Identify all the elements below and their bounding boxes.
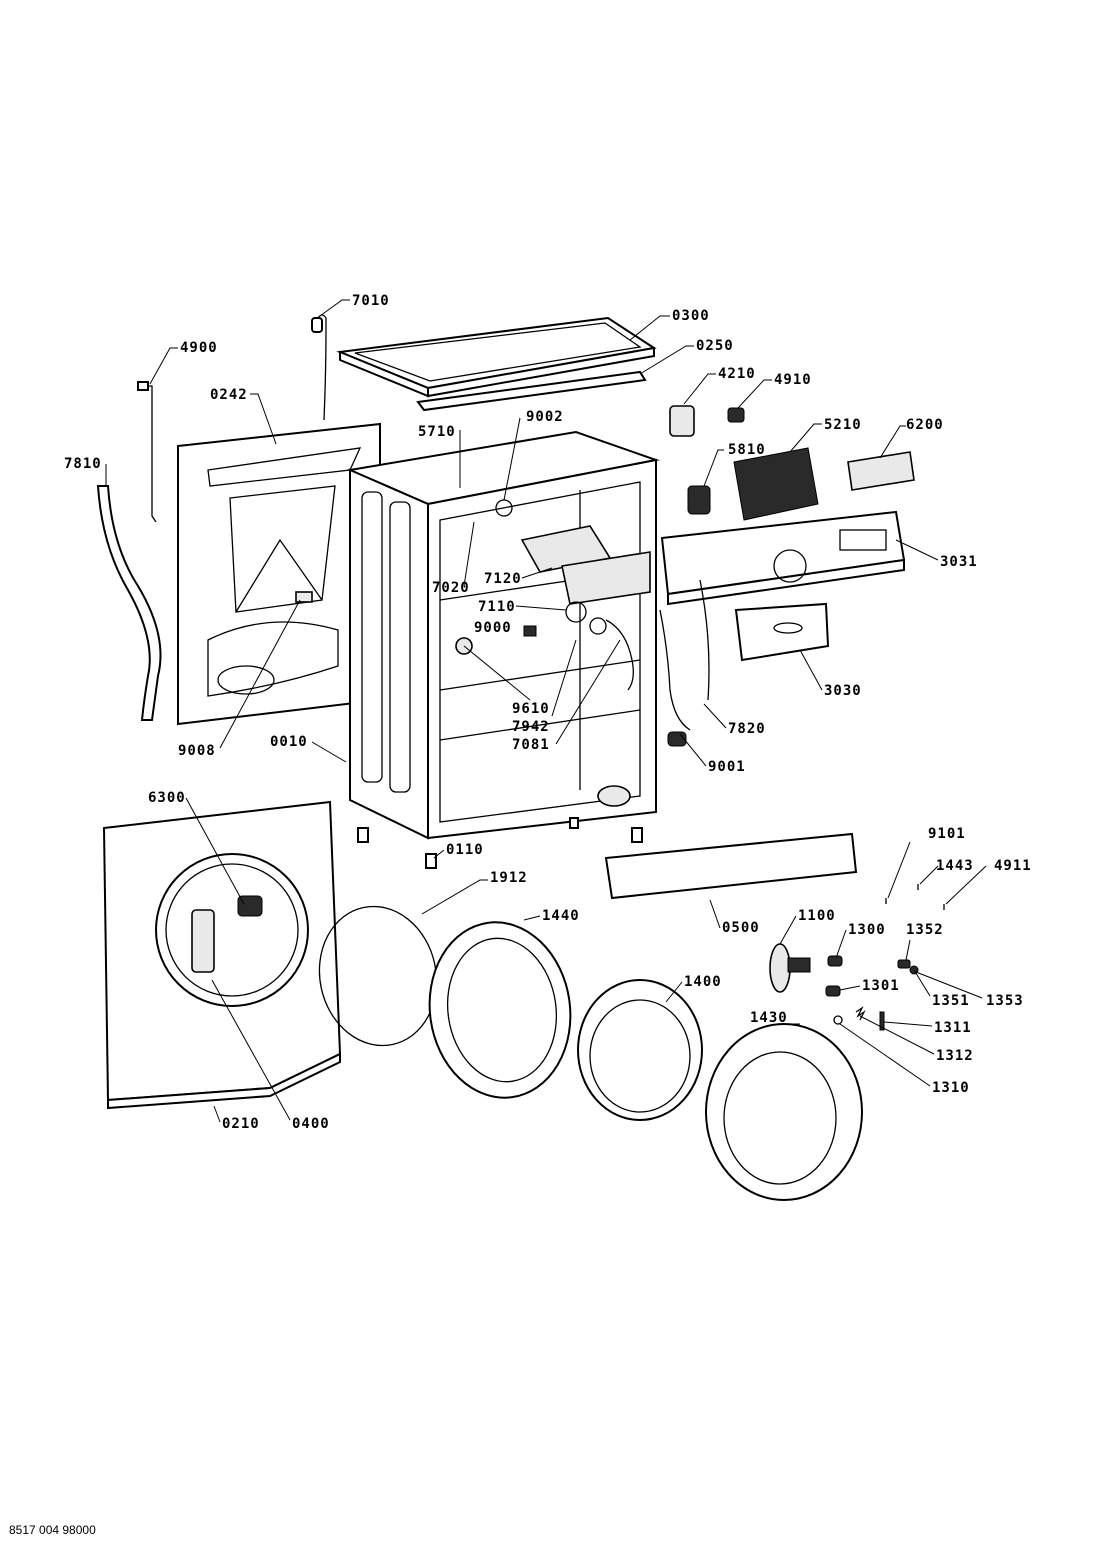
label-1443: 1443 (936, 858, 974, 874)
label-1100: 1100 (798, 908, 836, 924)
rear-strip (416, 370, 647, 412)
label-1440: 1440 (542, 908, 580, 924)
label-1912: 1912 (490, 870, 528, 886)
top-lid (336, 316, 657, 398)
label-7820: 7820 (728, 721, 766, 737)
label-7020: 7020 (432, 580, 470, 596)
document-code: 8517 004 98000 (9, 1523, 96, 1537)
label-0242: 0242 (210, 387, 248, 403)
label-9101: 9101 (928, 826, 966, 842)
drawer-front (734, 602, 830, 662)
label-1400: 1400 (684, 974, 722, 990)
label-1353: 1353 (986, 993, 1024, 1009)
label-1430: 1430 (750, 1010, 788, 1026)
leader-lines (105, 299, 987, 1123)
label-7081: 7081 (512, 737, 550, 753)
label-1301: 1301 (862, 978, 900, 994)
rod-4900 (137, 381, 157, 523)
front-panel (102, 800, 342, 1110)
label-0300: 0300 (672, 308, 710, 324)
label-4210: 4210 (718, 366, 756, 382)
label-1351: 1351 (932, 993, 970, 1009)
label-1310: 1310 (932, 1080, 970, 1096)
label-3030: 3030 (824, 683, 862, 699)
feet (357, 817, 643, 869)
inner-door (577, 979, 703, 1121)
label-9610: 9610 (512, 701, 550, 717)
label-9002: 9002 (526, 409, 564, 425)
label-0400: 0400 (292, 1116, 330, 1132)
label-7810: 7810 (64, 456, 102, 472)
door-ring (705, 1023, 863, 1201)
label-9008: 9008 (178, 743, 216, 759)
module-5210 (733, 447, 819, 521)
label-5710: 5710 (418, 424, 456, 440)
label-9000: 9000 (474, 620, 512, 636)
label-7110: 7110 (478, 599, 516, 615)
label-4910: 4910 (774, 372, 812, 388)
part-labels: 7010 0300 4900 0250 4210 4910 0242 5710 … (64, 293, 1032, 1132)
label-4911: 4911 (994, 858, 1032, 874)
control-panel (660, 510, 906, 606)
label-9001: 9001 (708, 759, 746, 775)
small-parts (825, 884, 945, 1031)
label-4900: 4900 (180, 340, 218, 356)
label-6300: 6300 (148, 790, 186, 806)
label-5810: 5810 (728, 442, 766, 458)
label-5210: 5210 (824, 417, 862, 433)
label-1352: 1352 (906, 922, 944, 938)
label-0250: 0250 (696, 338, 734, 354)
component-5810 (687, 485, 711, 515)
board-6200 (847, 451, 915, 491)
door-handle (769, 943, 811, 993)
label-1300: 1300 (848, 922, 886, 938)
label-0210: 0210 (222, 1116, 260, 1132)
label-7120: 7120 (484, 571, 522, 587)
label-0010: 0010 (270, 734, 308, 750)
label-0500: 0500 (722, 920, 760, 936)
label-0110: 0110 (446, 842, 484, 858)
label-7942: 7942 (512, 719, 550, 735)
gasket (428, 921, 572, 1099)
cabinet (346, 430, 660, 840)
kick-plate (604, 832, 858, 900)
hose-7010 (311, 314, 327, 421)
valves-top-right (669, 405, 745, 437)
wire-ring (318, 905, 438, 1047)
label-7010: 7010 (352, 293, 390, 309)
label-6200: 6200 (906, 417, 944, 433)
label-1311: 1311 (934, 1020, 972, 1036)
hose-7810 (96, 485, 162, 721)
label-1312: 1312 (936, 1048, 974, 1064)
label-3031: 3031 (940, 554, 978, 570)
